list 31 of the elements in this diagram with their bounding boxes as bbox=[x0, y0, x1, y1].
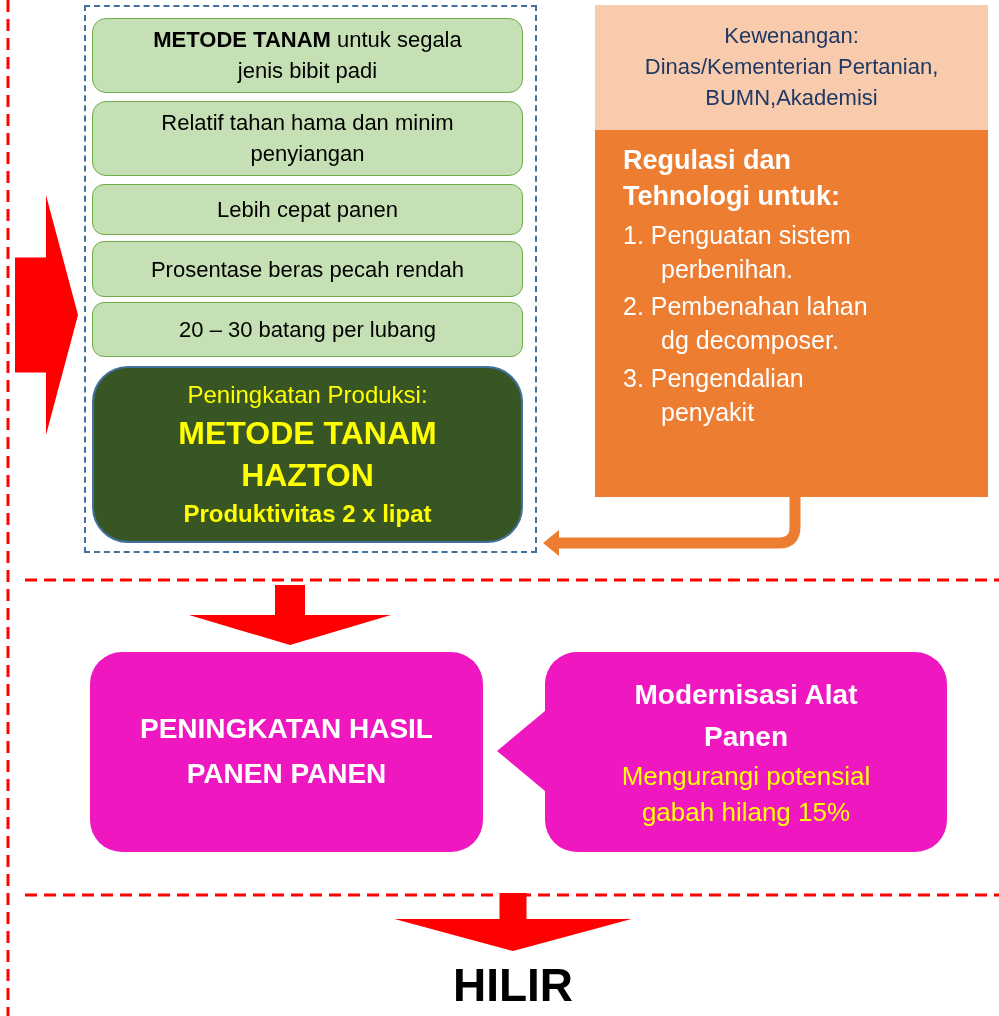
block-arrow bbox=[189, 585, 391, 645]
list-item: 1. Penguatan sistem perbenihan. bbox=[622, 219, 852, 285]
feature-text: Prosentase beras pecah rendah bbox=[150, 255, 465, 284]
harvest-title: PENINGKATAN HASIL PANEN PANEN bbox=[139, 712, 434, 791]
block-arrow bbox=[497, 711, 545, 791]
dashed-group-frame bbox=[84, 5, 537, 553]
feature-box bbox=[92, 302, 523, 357]
list-item: 2. Pembenahan lahan dg decomposer. bbox=[622, 291, 869, 357]
modernization-box bbox=[545, 652, 947, 852]
block-arrow bbox=[394, 893, 632, 951]
feature-box bbox=[92, 18, 523, 93]
result-title: METODE TANAM HAZTON bbox=[177, 413, 438, 495]
modernization-subtitle: Mengurangi potensial gabah hilang 15% bbox=[620, 759, 872, 829]
result-box bbox=[92, 366, 523, 543]
regulation-heading: Regulasi dan Tehnologi untuk: bbox=[622, 144, 841, 214]
result-subtitle: Produktivitas 2 x lipat bbox=[183, 499, 432, 530]
harvest-box bbox=[90, 652, 483, 852]
feature-text: 20 – 30 batang per lubang bbox=[179, 316, 436, 344]
modernization-title: Modernisasi Alat Panen bbox=[633, 677, 859, 754]
feature-box bbox=[92, 241, 523, 297]
regulation-box bbox=[595, 5, 988, 497]
feature-text: Relatif tahan hama dan minim penyiangan bbox=[160, 108, 455, 168]
authority-header: Kewenangan: Dinas/Kementerian Pertanian, BUMN,Akademisi bbox=[595, 5, 988, 130]
list-item: 3. Pengendalian penyakit bbox=[622, 362, 805, 428]
block-arrow bbox=[15, 195, 78, 435]
hilir-text: HILIR bbox=[440, 958, 586, 1012]
result-heading: Peningkatan Produksi: bbox=[187, 379, 428, 410]
feature-text: METODE TANAM untuk segala jenis bibit padi bbox=[152, 25, 463, 85]
feature-box bbox=[92, 184, 523, 235]
feature-text: Lebih cepat panen bbox=[216, 196, 399, 224]
feature-box bbox=[92, 101, 523, 176]
